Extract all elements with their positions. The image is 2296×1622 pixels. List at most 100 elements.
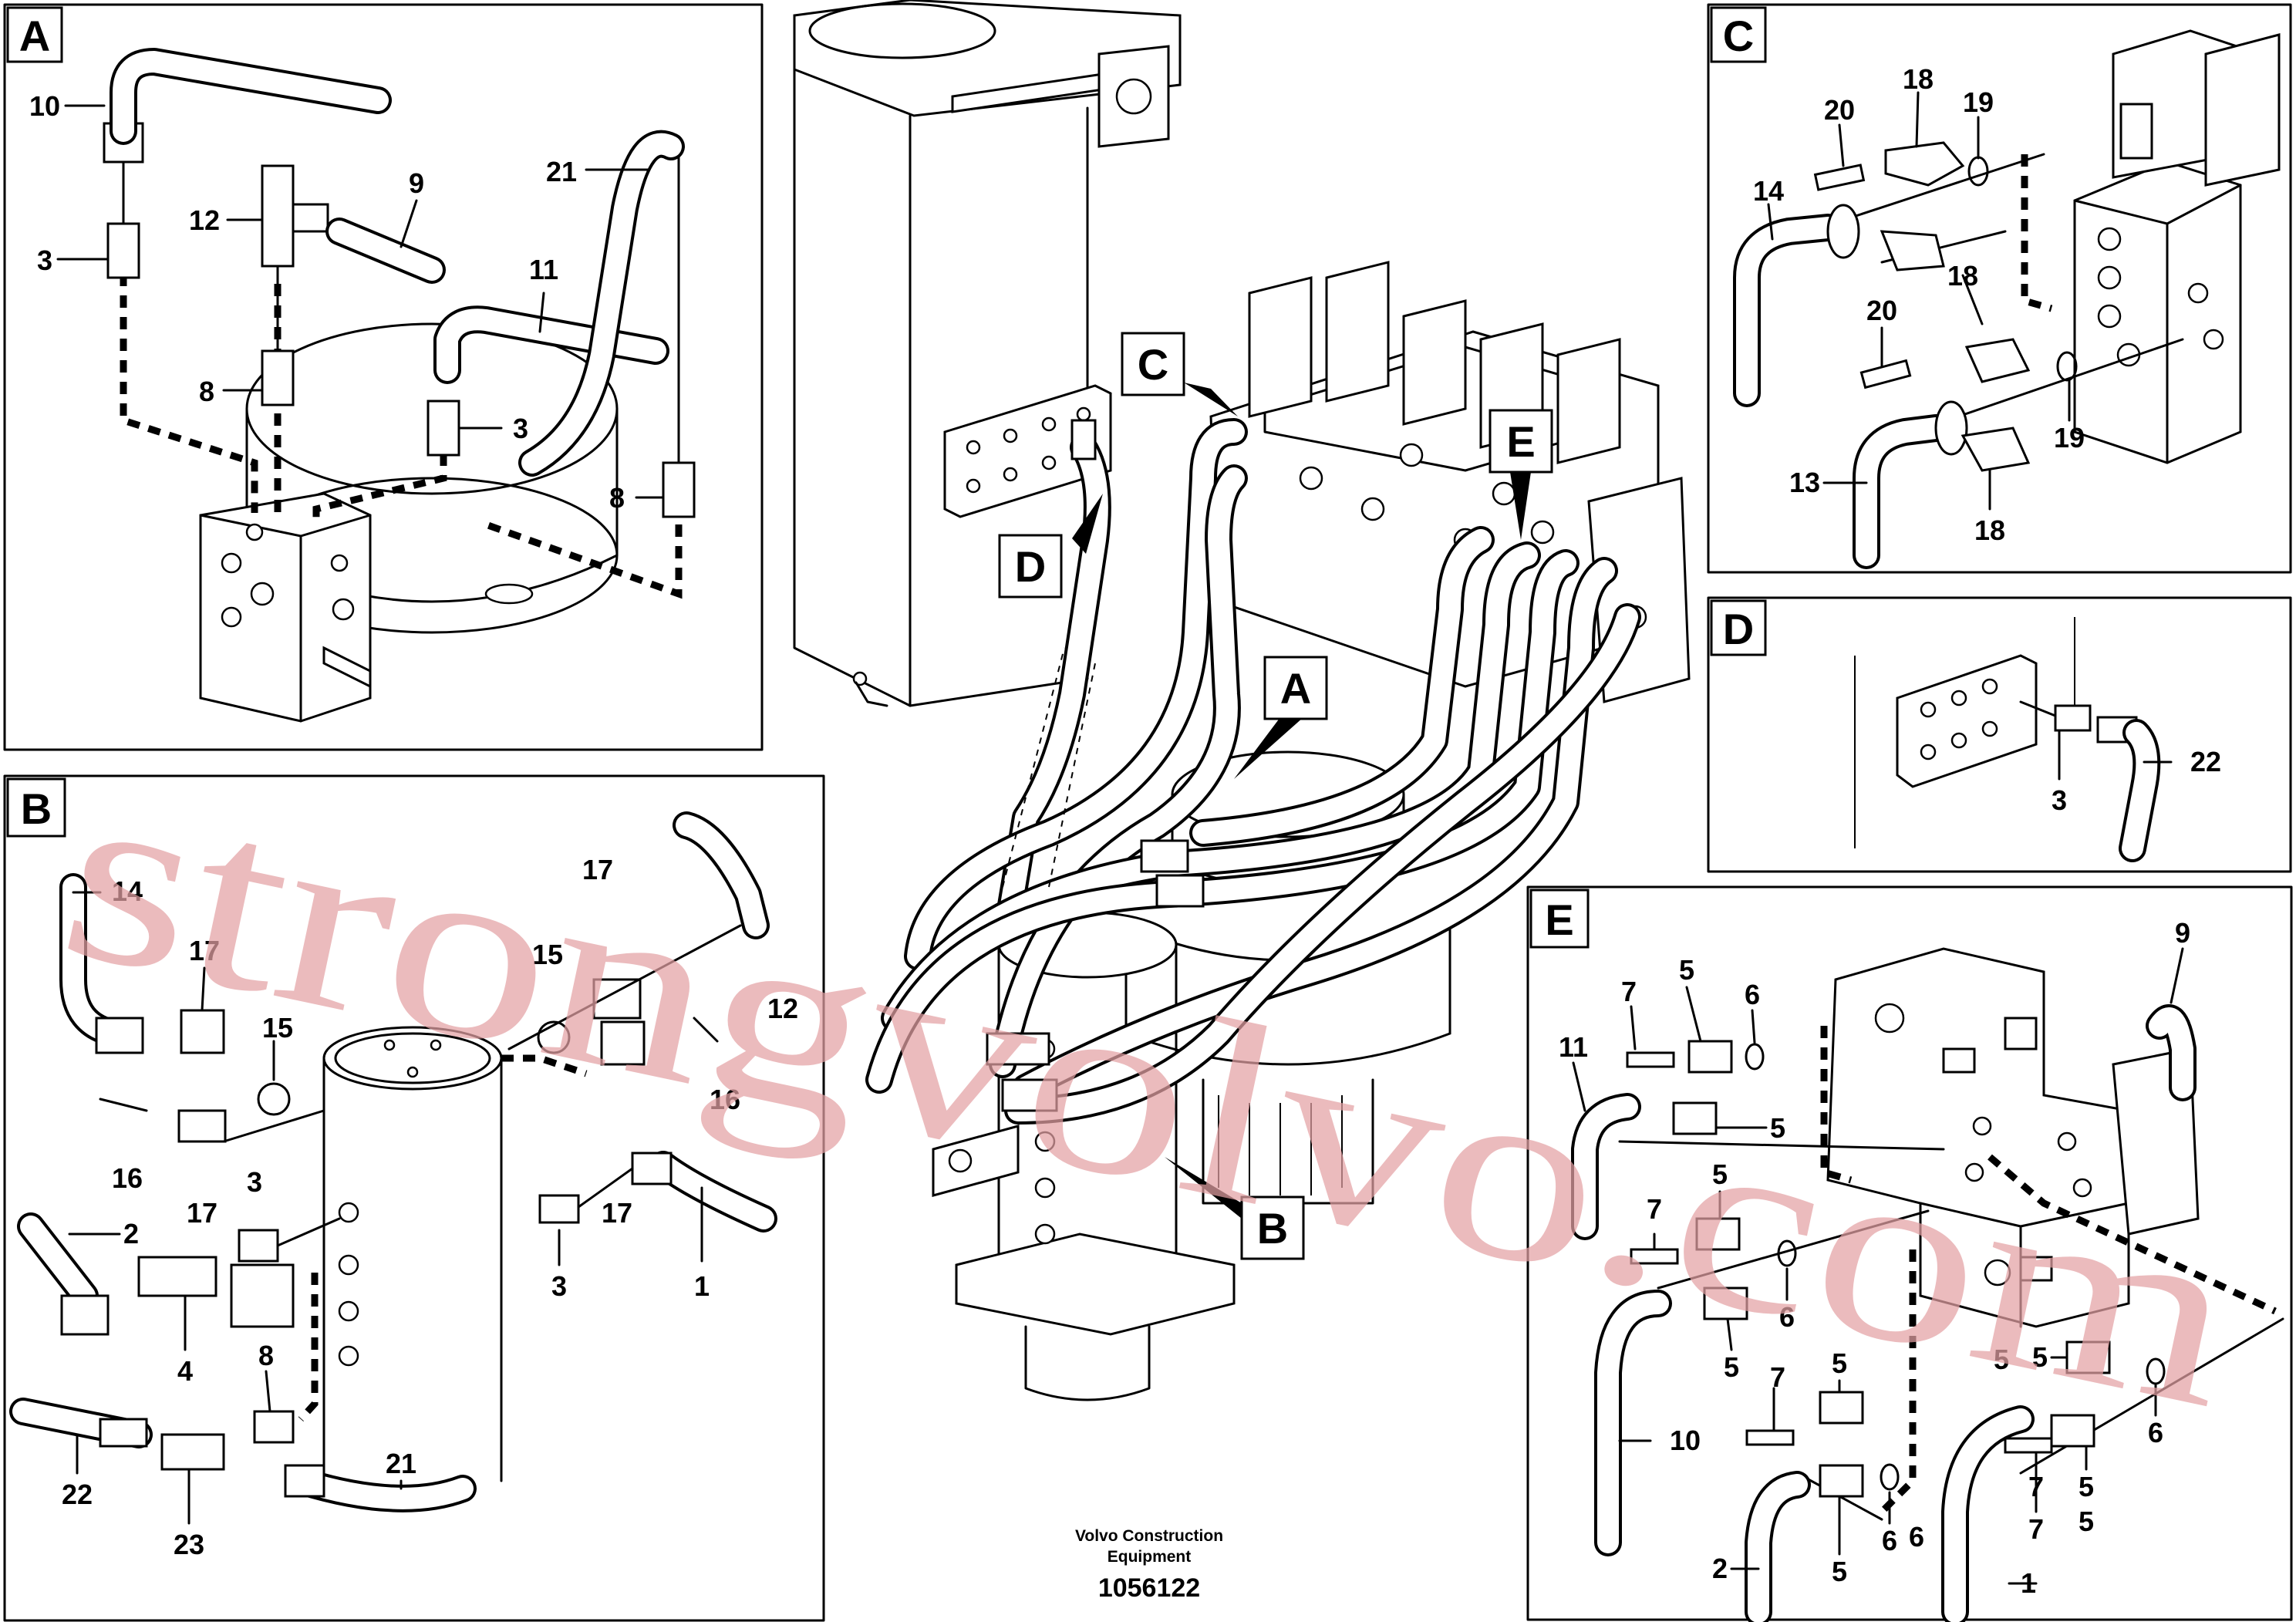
- panel-b-callout: 2: [123, 1218, 139, 1249]
- panel-e-callout: 7: [1647, 1193, 1662, 1225]
- panel-e-tag: E: [1545, 895, 1573, 944]
- panel-b-callout: 22: [62, 1479, 93, 1510]
- panel-c-callout: 18: [1947, 260, 1978, 292]
- panel-c-clamp-18: [1884, 141, 1965, 187]
- pointer-tag-e: E: [1489, 409, 1553, 540]
- panel-e-bolt: [2004, 1437, 2053, 1454]
- detail-panel-d: D 3 22: [1707, 596, 2292, 873]
- panel-b-fitting-3: [538, 1194, 580, 1224]
- pointer-tag-a: A: [1234, 656, 1328, 779]
- panel-b-callout: 14: [112, 875, 143, 907]
- panel-b-elbow-2: [60, 1294, 110, 1336]
- panel-a-callout: 10: [29, 90, 60, 122]
- panel-b-callout: 17: [582, 854, 613, 885]
- panel-e-callout: 7: [2028, 1513, 2044, 1545]
- detail-panel-a: A: [3, 3, 764, 751]
- main-fitting: [1155, 874, 1205, 908]
- panel-e-clamp: [2065, 1340, 2111, 1374]
- panel-a-fitting-3: [106, 222, 140, 279]
- panel-e-callout: 5: [1770, 1112, 1785, 1144]
- panel-a-callout: 11: [529, 254, 558, 285]
- panel-c-clamp-18c: [1964, 338, 2031, 383]
- panel-a-callout: 12: [189, 204, 220, 236]
- panel-e-clamp: [1687, 1040, 1733, 1074]
- panel-e-callout: 5: [2079, 1471, 2094, 1502]
- panel-c-bolt-20b: [1859, 359, 1912, 389]
- panel-e-callout: 5: [2032, 1341, 2048, 1373]
- panel-e-callout: 7: [1770, 1361, 1785, 1393]
- panel-b-clamp-17b: [177, 1109, 227, 1143]
- panel-a-callout: 3: [513, 413, 528, 444]
- panel-a-fitting-8b: [662, 461, 696, 518]
- main-fitting: [1070, 419, 1097, 460]
- panel-d-callout: 3: [2052, 784, 2067, 816]
- main-fitting: [1001, 1078, 1058, 1112]
- panel-c-clamp-18b: [1880, 230, 1945, 271]
- panel-b-callout: 17: [187, 1197, 217, 1229]
- panel-e-bolt: [1745, 1429, 1795, 1446]
- panel-e-valve-bank: [1826, 947, 2130, 1328]
- panel-d-tag-box: [1710, 599, 1767, 656]
- panel-e-callout: 5: [1832, 1556, 1847, 1587]
- panel-b-adapter-4: [137, 1256, 217, 1297]
- panel-b-callout: 23: [174, 1529, 204, 1560]
- panel-a-tee-12: [261, 164, 295, 268]
- svg-text:D: D: [1015, 542, 1046, 591]
- panel-e-clamp: [1703, 1286, 1748, 1320]
- main-assembly-view: [793, 0, 1691, 1401]
- panel-c-oring-19b: [2056, 351, 2078, 382]
- panel-e-callout: 6: [2148, 1417, 2163, 1448]
- panel-c-bolt-20: [1813, 164, 1866, 191]
- panel-e-oring: [1777, 1239, 1797, 1267]
- panel-a-callout: 8: [199, 376, 214, 407]
- panel-a-fitting-3b: [426, 400, 460, 457]
- panel-c-callout: 19: [2054, 422, 2085, 454]
- panel-b-callout: 21: [386, 1448, 416, 1479]
- panel-a-tag: A: [19, 12, 50, 60]
- panel-c-callout: 18: [1903, 63, 1934, 95]
- panel-b-callout: 17: [189, 935, 220, 966]
- svg-text:B: B: [1257, 1204, 1288, 1253]
- panel-e-callout: 5: [1724, 1351, 1739, 1383]
- panel-d-fitting-3: [2054, 704, 2092, 732]
- main-fitting: [986, 1032, 1050, 1066]
- panel-b-callout: 17: [602, 1197, 632, 1229]
- panel-e-clamp: [1819, 1464, 1864, 1498]
- panel-e-clamp: [2050, 1414, 2095, 1448]
- panel-e-callout: 6: [1882, 1525, 1897, 1556]
- caption-company: Volvo Construction: [1075, 1527, 1223, 1545]
- panel-d-plate: [1896, 654, 2038, 788]
- panel-c-clamp-18d: [1961, 427, 2031, 472]
- panel-b-tag: B: [21, 784, 52, 833]
- panel-b-elbow-1: [631, 1152, 673, 1185]
- pointer-tag-b: B: [1165, 1157, 1305, 1260]
- panel-b-callout: 8: [258, 1340, 274, 1371]
- panel-e-tag-box: [1529, 889, 1590, 949]
- panel-b-callout: 1: [694, 1270, 710, 1302]
- panel-b-callout: 4: [177, 1355, 193, 1387]
- panel-d-callout: 22: [2190, 746, 2221, 777]
- main-fitting: [1140, 839, 1189, 873]
- panel-b-fitting-8: [253, 1410, 295, 1444]
- panel-b-callout: 16: [112, 1162, 143, 1194]
- panel-b-callout: 3: [247, 1166, 262, 1198]
- detail-panel-e: E: [1526, 885, 2293, 1622]
- caption-part-number: 1056122: [1098, 1573, 1200, 1603]
- panel-e-callout: 5: [2079, 1506, 2094, 1537]
- panel-a-callout: 3: [37, 244, 52, 276]
- panel-e-callout: 6: [1779, 1301, 1795, 1333]
- svg-text:A: A: [1280, 664, 1311, 713]
- panel-b-clamp-17d: [600, 1020, 646, 1066]
- panel-e-callout: 5: [1994, 1344, 2009, 1375]
- panel-b-flange: [95, 1017, 144, 1054]
- panel-c-callout: 18: [1974, 514, 2005, 546]
- panel-d-tag: D: [1723, 605, 1754, 653]
- panel-e-callout: 6: [1745, 979, 1760, 1010]
- panel-e-clamp: [1672, 1101, 1718, 1135]
- panel-b-callout: 16: [710, 1084, 740, 1115]
- panel-b-callout: 12: [767, 993, 798, 1024]
- svg-text:C: C: [1138, 340, 1168, 389]
- panel-e-clamp: [1695, 1217, 1741, 1251]
- panel-a-fitting-8: [261, 349, 295, 406]
